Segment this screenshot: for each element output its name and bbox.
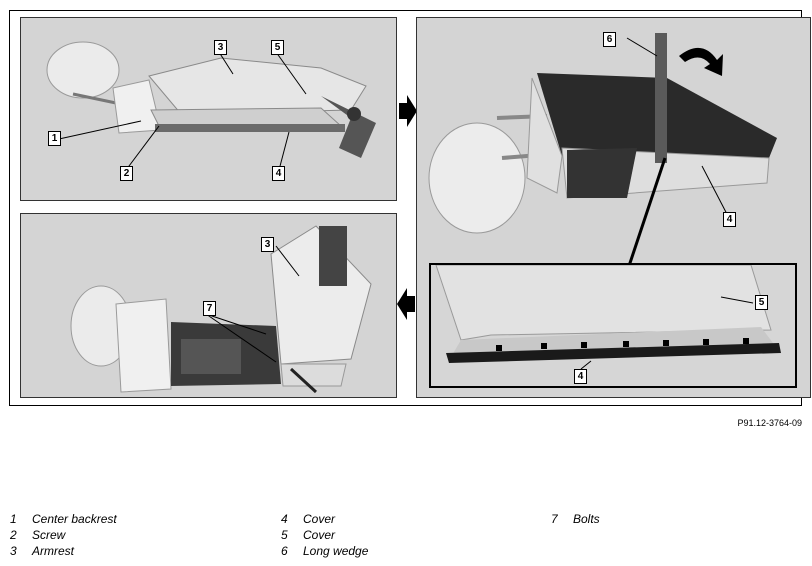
callout-long-wedge: 6 bbox=[603, 32, 616, 47]
legend-label: Center backrest bbox=[32, 512, 117, 526]
panel-armrest-raised: 3 7 bbox=[20, 213, 397, 398]
legend-number: 5 bbox=[281, 528, 288, 542]
cover-detail-illustration bbox=[435, 265, 781, 370]
legend-number: 4 bbox=[281, 512, 288, 526]
callout-armrest: 3 bbox=[214, 40, 227, 55]
legend-column-1: 1 Center backrest 2 Screw 3 Armrest bbox=[10, 511, 117, 559]
panel-armrest-overview: 3 5 1 2 4 bbox=[20, 17, 397, 201]
legend-number: 7 bbox=[551, 512, 558, 526]
legend-label: Long wedge bbox=[303, 544, 369, 558]
armrest-overview-illustration bbox=[46, 41, 376, 171]
legend-label: Screw bbox=[32, 528, 66, 542]
legend-item: 3 Armrest bbox=[10, 543, 117, 559]
callout-cover-strip: 4 bbox=[272, 166, 285, 181]
legend-label: Armrest bbox=[32, 544, 74, 558]
legend-column-3: 7 Bolts bbox=[551, 511, 600, 527]
legend-number: 6 bbox=[281, 544, 288, 558]
arrow-left-icon bbox=[397, 288, 415, 320]
wedge-removal-illustration bbox=[428, 33, 777, 267]
legend-label: Cover bbox=[303, 528, 336, 542]
legend-item: 4 Cover bbox=[281, 511, 368, 527]
arrow-right-icon bbox=[399, 95, 417, 127]
legend-item: 6 Long wedge bbox=[281, 543, 368, 559]
repair-figure: 3 5 1 2 4 3 7 bbox=[9, 10, 811, 406]
legend-item: 7 Bolts bbox=[551, 511, 600, 527]
detail-inset-cover: 5 4 bbox=[429, 263, 797, 388]
legend-number: 1 bbox=[10, 512, 17, 526]
legend-item: 5 Cover bbox=[281, 527, 368, 543]
callout-armrest: 3 bbox=[261, 237, 274, 252]
legend-label: Cover bbox=[303, 512, 336, 526]
callout-screw: 2 bbox=[120, 166, 133, 181]
armrest-raised-illustration bbox=[70, 225, 372, 394]
callout-cover: 5 bbox=[755, 295, 768, 310]
callout-cover-strip: 4 bbox=[723, 212, 736, 227]
callout-cover-strip: 4 bbox=[574, 369, 587, 384]
callout-cover: 5 bbox=[271, 40, 284, 55]
legend-number: 3 bbox=[10, 544, 17, 558]
legend-item: 1 Center backrest bbox=[10, 511, 117, 527]
callout-center-backrest: 1 bbox=[48, 131, 61, 146]
legend-label: Bolts bbox=[573, 512, 600, 526]
legend-number: 2 bbox=[10, 528, 17, 542]
figure-reference: P91.12-3764-09 bbox=[737, 418, 802, 428]
callout-bolts: 7 bbox=[203, 301, 216, 316]
panel-wedge-removal: 6 4 5 4 bbox=[416, 17, 811, 398]
legend-item: 2 Screw bbox=[10, 527, 117, 543]
